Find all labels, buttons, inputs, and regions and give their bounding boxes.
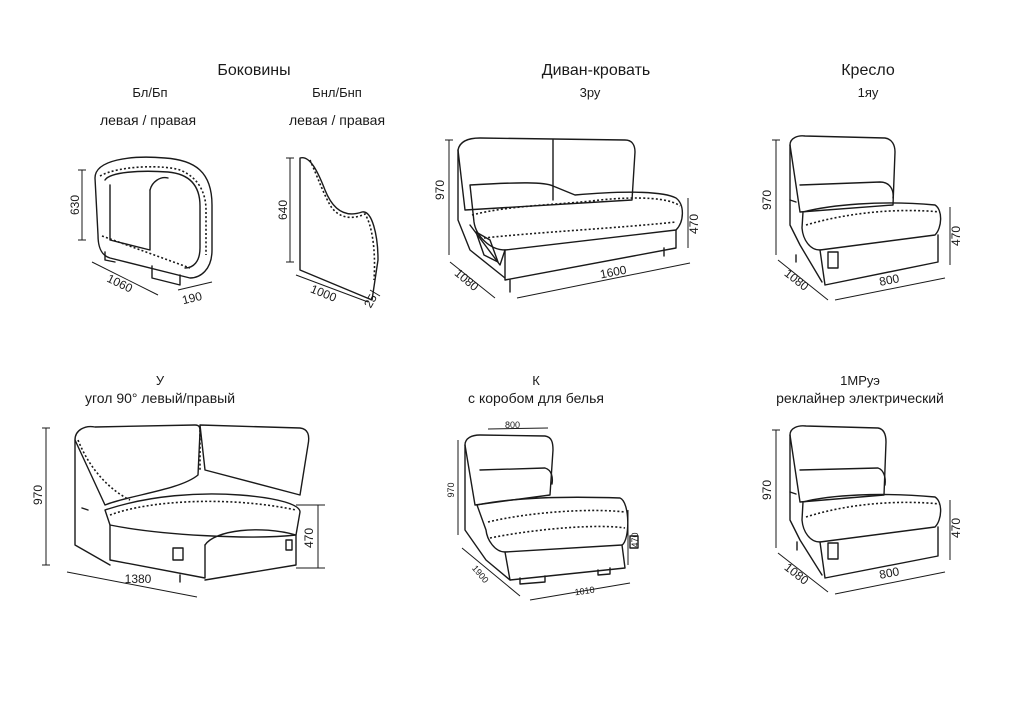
recliner-height-label: 970 (760, 480, 774, 500)
sofa-bed-code: 3ру (579, 85, 601, 100)
storage-desc: с коробом для белья (468, 390, 604, 406)
sides-left-height-label: 630 (68, 195, 82, 215)
armchair-height-label: 970 (760, 190, 774, 210)
sides-right-height-label: 640 (276, 200, 290, 220)
sides-right-depth-label: 25 (361, 291, 380, 310)
sofa-bed-depth-label: 1080 (452, 266, 482, 294)
sides-left-length-label: 1060 (105, 271, 135, 295)
storage-height-label: 970 (446, 482, 456, 497)
sofa-bed-width-label: 1600 (599, 263, 628, 282)
sides-left-code: Бл/Бп (132, 85, 168, 100)
recliner-code: 1МРуэ (840, 373, 880, 388)
sides-title: Боковины (217, 62, 291, 79)
sofa-bed-seat-label: 470 (687, 214, 701, 234)
storage-module-drawing (464, 434, 639, 585)
sofa-bed-height-label: 970 (433, 180, 447, 200)
corner-width-label: 1380 (125, 572, 152, 586)
side-panel-armrest-drawing (94, 156, 213, 286)
armchair-code: 1яу (857, 85, 879, 100)
sofa-bed-drawing (457, 137, 684, 293)
recliner-seat-label: 470 (949, 518, 963, 538)
storage-code: К (532, 373, 540, 388)
sides-right-code: Бнл/Бнп (312, 85, 362, 100)
storage-width-label: 1010 (574, 585, 595, 598)
recliner-width-label: 800 (878, 564, 901, 582)
recliner-drawing (789, 425, 942, 579)
armchair-depth-label: 1080 (782, 266, 812, 294)
recliner-depth-label: 1080 (782, 560, 812, 588)
sides-left-variant: левая / правая (99, 112, 197, 128)
corner-code: У (155, 373, 165, 388)
armchair-title: Кресло (841, 62, 895, 79)
sides-right-variant: левая / правая (288, 112, 386, 128)
sides-right-length-label: 1000 (308, 282, 338, 305)
storage-top-label: 800 (505, 420, 520, 430)
corner-drawing (74, 424, 310, 583)
storage-depth-label: 1900 (470, 563, 491, 585)
corner-seat-label: 470 (302, 528, 316, 548)
corner-desc: угол 90° левый/правый (84, 390, 236, 406)
armchair-drawing (789, 135, 942, 286)
armchair-seat-label: 470 (949, 226, 963, 246)
corner-height-label: 970 (31, 485, 45, 505)
armchair-width-label: 800 (878, 271, 901, 289)
storage-seat-label: 470 (630, 532, 640, 547)
sides-left-depth-label: 190 (181, 289, 204, 308)
side-panel-flat-drawing (299, 157, 379, 301)
sofa-bed-title: Диван-кровать (541, 62, 651, 79)
recliner-desc: реклайнер электрический (776, 390, 944, 406)
